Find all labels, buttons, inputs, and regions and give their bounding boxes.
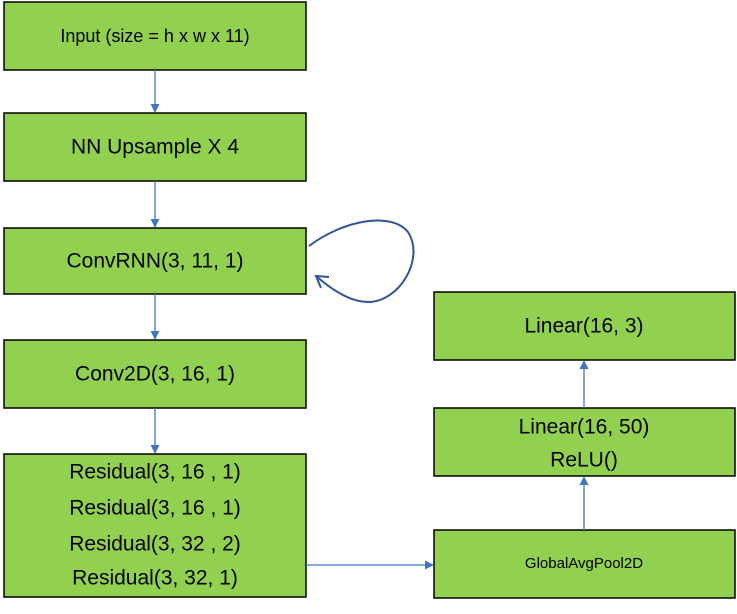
conv2d-label: Conv2D(3, 16, 1)	[75, 363, 235, 386]
linear-output-label: Linear(16, 3)	[524, 315, 643, 338]
linear-relu-box: Linear(16, 50) ReLU()	[433, 407, 736, 477]
relu-label: ReLU()	[550, 449, 618, 472]
conv2d-box: Conv2D(3, 16, 1)	[3, 339, 307, 409]
residual-block-1-label: Residual(3, 16 , 1)	[69, 461, 241, 484]
residual-block-2-label: Residual(3, 16 , 1)	[69, 497, 241, 520]
convrnn-box: ConvRNN(3, 11, 1)	[3, 227, 307, 295]
residual-block-4-label: Residual(3, 32, 1)	[72, 567, 238, 590]
linear-hidden-label: Linear(16, 50)	[519, 416, 650, 439]
upsample-box: NN Upsample X 4	[3, 112, 307, 182]
upsample-label: NN Upsample X 4	[71, 136, 239, 159]
linear-output-box: Linear(16, 3)	[433, 291, 736, 361]
input-label: Input (size = h x w x 11)	[60, 26, 249, 46]
residual-block-3-label: Residual(3, 32 , 2)	[69, 533, 241, 556]
residual-stack-box: Residual(3, 16 , 1) Residual(3, 16 , 1) …	[3, 453, 307, 598]
recurrent-loop-arrowhead	[314, 274, 330, 289]
recurrent-loop-arrow	[308, 219, 415, 304]
input-box: Input (size = h x w x 11)	[3, 1, 307, 71]
convrnn-label: ConvRNN(3, 11, 1)	[66, 250, 243, 273]
global-avg-pool-box: GlobalAvgPool2D	[433, 529, 736, 599]
global-avg-pool-label: GlobalAvgPool2D	[525, 555, 643, 572]
